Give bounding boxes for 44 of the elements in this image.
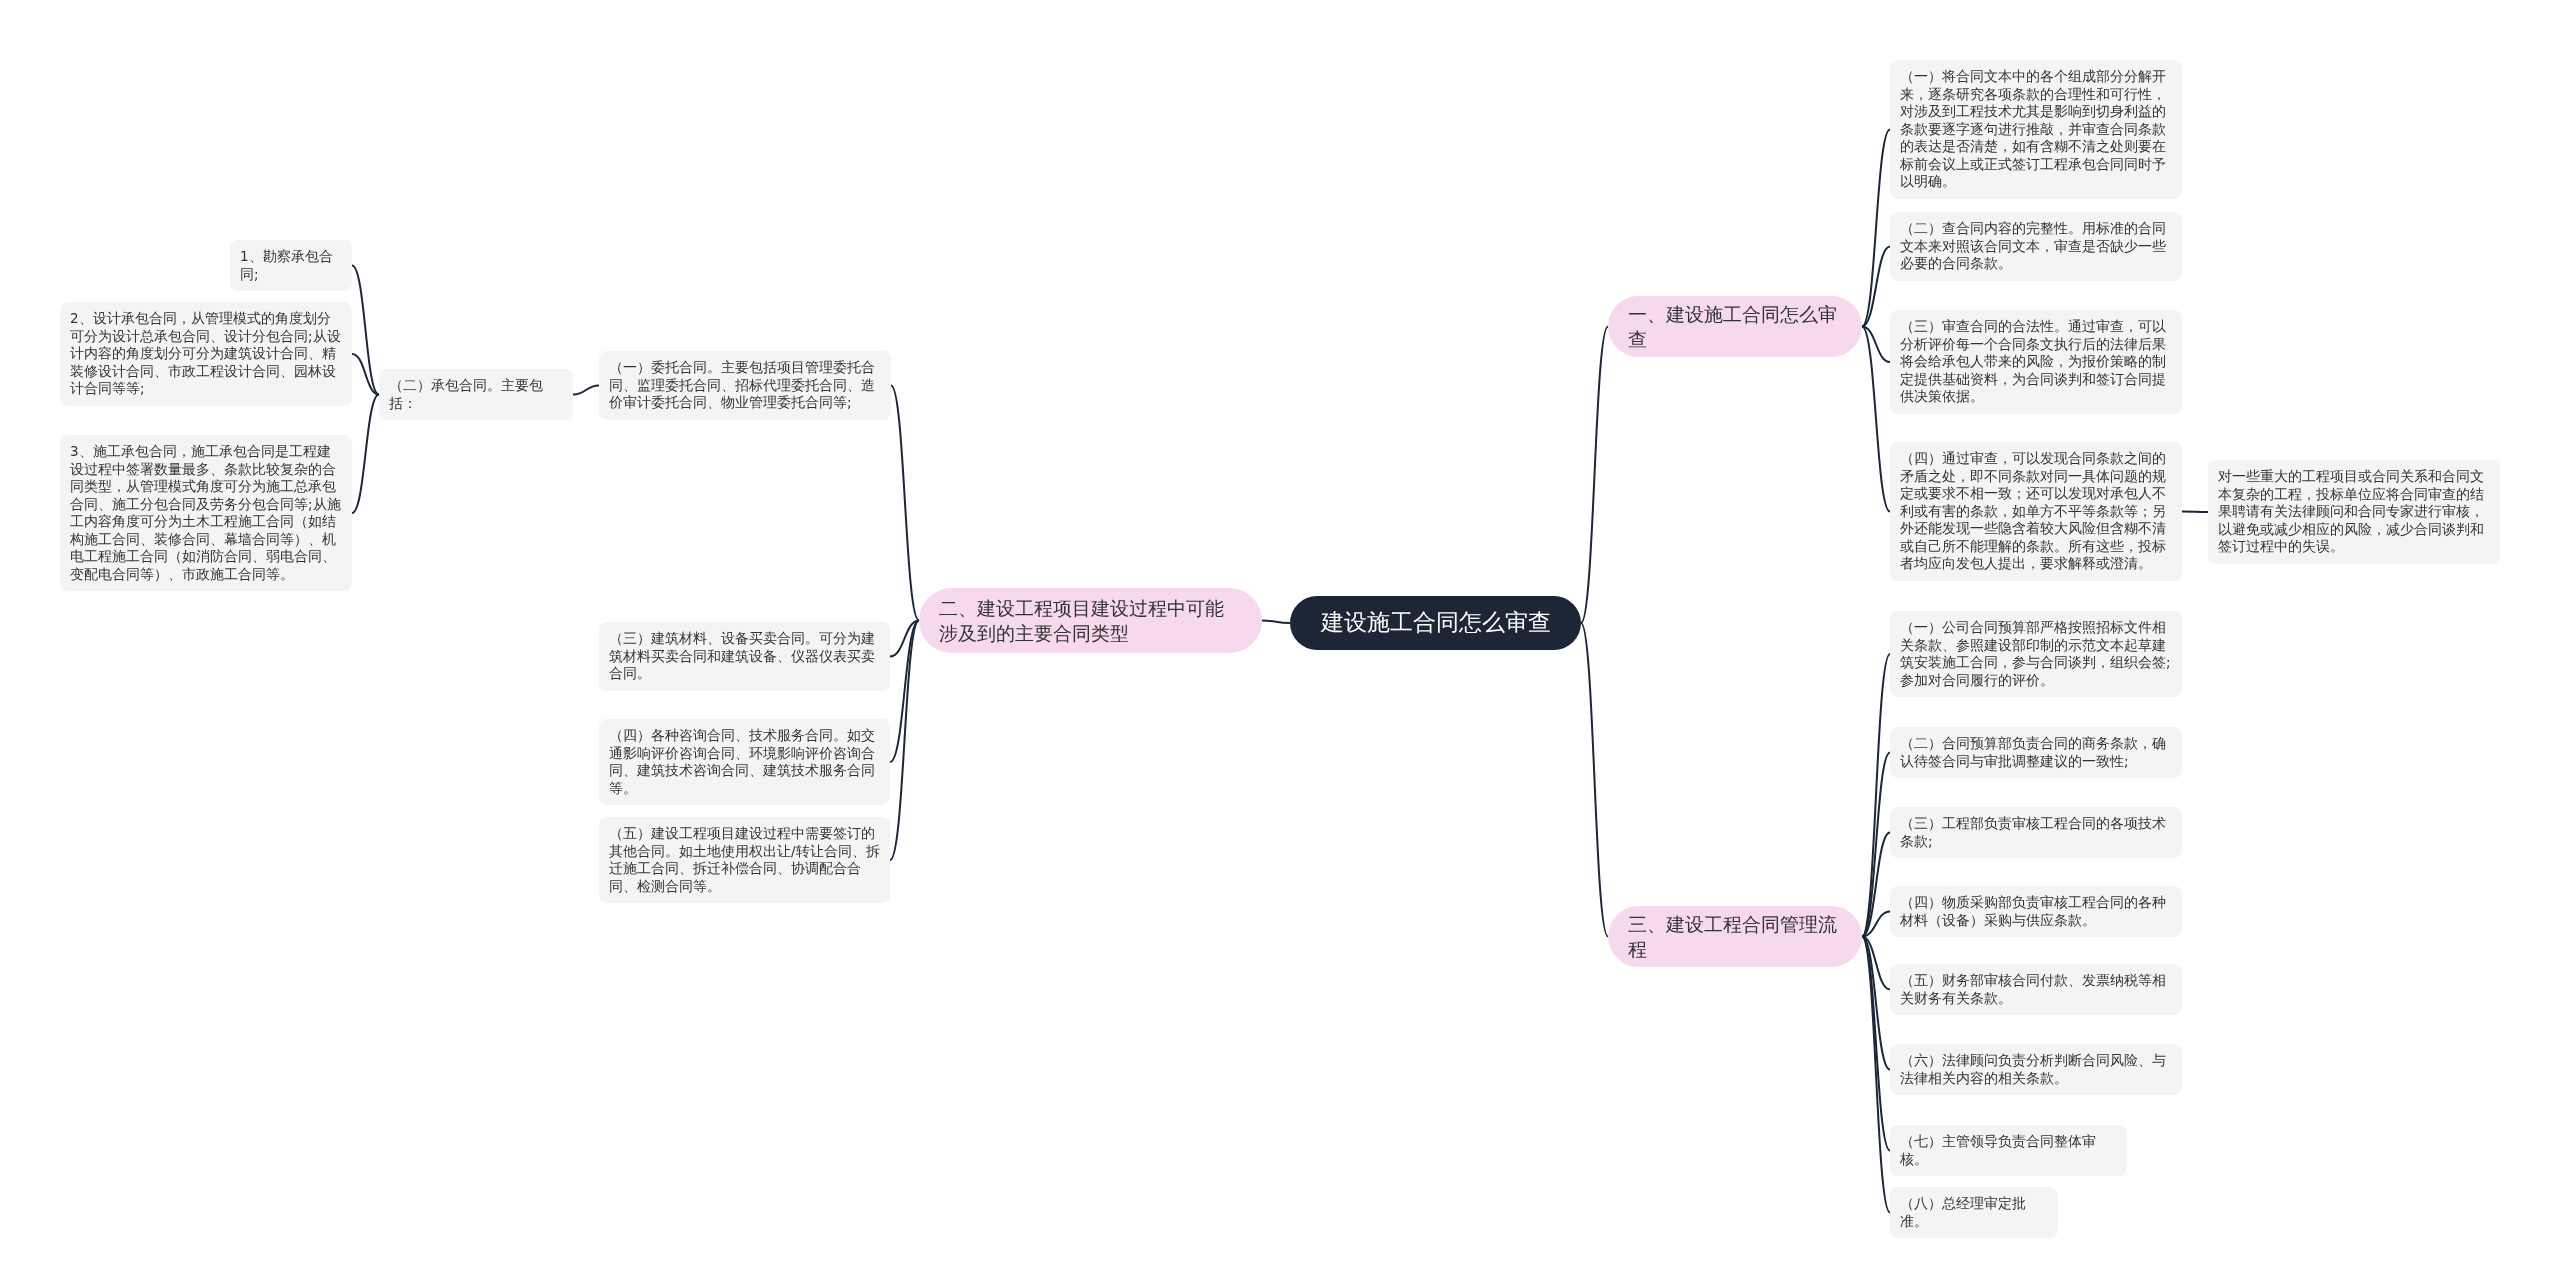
connector xyxy=(2181,510,2209,513)
subtopic-box: （五）财务部审核合同付款、发票纳税等相关财务有关条款。 xyxy=(1890,964,2182,1016)
subtopic-box: （七）主管领导负责合同整体审核。 xyxy=(1890,1125,2127,1177)
subtopic-box: （三）审查合同的合法性。通过审查，可以分析评价每一个合同条文执行后的法律后果将会给承包人带来的风险，为报价策略的制定提供基础资料，为合同谈判和签订合同提供决策依据。 xyxy=(1890,310,2182,414)
branch-topic: 一、建设施工合同怎么审查 xyxy=(1608,296,1862,358)
connector xyxy=(1861,325,1891,513)
connector xyxy=(889,619,920,861)
connector xyxy=(889,619,920,763)
subtopic-box: （四）各种咨询合同、技术服务合同。如交通影响评价咨询合同、环境影响评价咨询合同、建筑技术咨询合同、建筑技术服务合同等。 xyxy=(599,719,890,806)
subtopic-box: 2、设计承包合同，从管理模式的角度划分可分为设计总承包合同、设计分包合同;从设计内容的角度划分可分为建筑设计合同、精装修设计合同、市政工程设计合同、园林设计合同等等; xyxy=(60,302,352,406)
connector xyxy=(889,619,920,658)
subtopic-box: （三）建筑材料、设备买卖合同。可分为建筑材料买卖合同和建筑设备、仪器仪表买卖合同。 xyxy=(599,622,890,691)
connector xyxy=(1261,619,1291,624)
connector xyxy=(572,384,600,396)
connector xyxy=(890,384,920,622)
subtopic-box: （三）工程部负责审核工程合同的各项技术条款; xyxy=(1890,807,2182,859)
subtopic-box: （一）将合同文本中的各个组成部分分解开来，逐条研究各项条款的合理性和可行性，对涉及到工程技术尤其是影响到切身利益的条款要逐字逐句进行推敲，并审查合同条款的表达是否清楚，如有含糊不清之处则要在标前会议上或正式签订工程承包合同同时予以明确。 xyxy=(1890,60,2182,199)
connector xyxy=(351,393,380,514)
connector xyxy=(1861,935,1891,1152)
connector xyxy=(351,353,380,396)
connector xyxy=(1861,325,1891,363)
branch-topic: 三、建设工程合同管理流程 xyxy=(1608,906,1862,968)
subtopic-box: （二）承包合同。主要包括： xyxy=(379,369,573,421)
subtopic-box: 1、勘察承包合同; xyxy=(230,240,352,292)
subtopic-box: （二）查合同内容的完整性。用标准的合同文本来对照该合同文本，审查是否缺少一些必要的合同条款。 xyxy=(1890,212,2182,281)
central-topic: 建设施工合同怎么审查 xyxy=(1290,596,1581,650)
connector xyxy=(1861,245,1891,328)
subtopic-box: （一）公司合同预算部严格按照招标文件相关条款、参照建设部印制的示范文本起草建筑安装施工合同，参与合同谈判，组织会签;参加对合同履行的评价。 xyxy=(1890,611,2182,698)
connector xyxy=(351,264,380,396)
subtopic-box: （五）建设工程项目建设过程中需要签订的其他合同。如土地使用权出让/转让合同、拆迁施工合同、拆迁补偿合同、协调配合合同、检测合同等。 xyxy=(599,817,890,904)
subtopic-box: （二）合同预算部负责合同的商务条款，确认待签合同与审批调整建议的一致性; xyxy=(1890,727,2182,779)
subtopic-box: （一）委托合同。主要包括项目管理委托合同、监理委托合同、招标代理委托合同、造价审计委托合同、物业管理委托合同等; xyxy=(599,351,891,420)
connector xyxy=(1861,751,1891,938)
connector xyxy=(1580,325,1609,624)
connector xyxy=(1580,622,1609,938)
subtopic-box: （四）通过审查，可以发现合同条款之间的矛盾之处，即不同条款对同一具体问题的规定或要求不相一致；还可以发现对承包人不利或有害的条款，如单方不平等条款等；另外还能发现一些隐含着较大风险但含糊不清或自己所不能理解的条款。所有这些，投标者均应向发包人提出，要求解释或澄清。 xyxy=(1890,442,2182,581)
subtopic-box: （八）总经理审定批准。 xyxy=(1890,1187,2058,1239)
subtopic-box: 3、施工承包合同，施工承包合同是工程建设过程中签署数量最多、条款比较复杂的合同类型，从管理模式角度可分为施工总承包合同、施工分包合同及劳务分包合同等;从施工内容角度可分为土木工程施工合同（如结构施工合同、装修合同、幕墙合同等）、机电工程施工合同（如消防合同、弱电合同、变配电合同等）、市政施工合同等。 xyxy=(60,435,352,592)
subtopic-box: （六）法律顾问负责分析判断合同风险、与法律相关内容的相关条款。 xyxy=(1890,1044,2182,1096)
connector xyxy=(1861,128,1891,328)
subtopic-box: （四）物质采购部负责审核工程合同的各种材料（设备）采购与供应条款。 xyxy=(1890,886,2182,938)
subtopic-box: 对一些重大的工程项目或合同关系和合同文本复杂的工程，投标单位应将合同审查的结果聘请有关法律顾问和合同专家进行审核，以避免或减少相应的风险，减少合同谈判和签订过程中的失误。 xyxy=(2208,460,2500,564)
connector xyxy=(1861,935,1891,1214)
branch-topic: 二、建设工程项目建设过程中可能涉及到的主要合同类型 xyxy=(919,588,1262,653)
